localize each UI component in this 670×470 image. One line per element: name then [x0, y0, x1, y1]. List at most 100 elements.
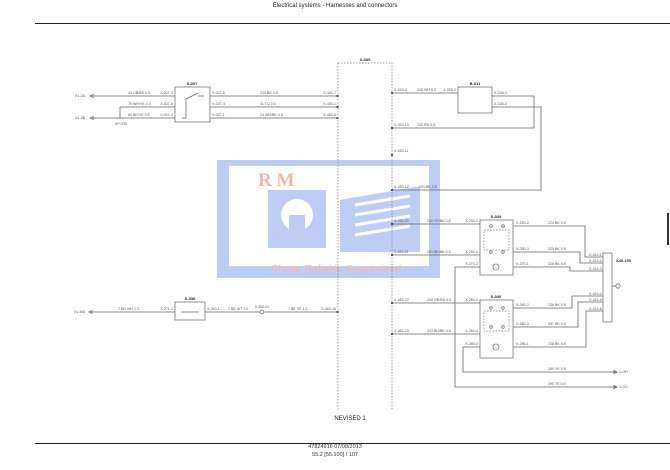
- pin-marker: [391, 154, 393, 156]
- wire-label-p2711: X-271-1: [160, 307, 173, 311]
- wire-label-p4106: X-410-6: [589, 307, 602, 311]
- wire-label-p2802: X-280-2: [465, 342, 478, 346]
- footer-page-number: 55.2 [55.100] / 107: [312, 452, 358, 458]
- wire-label-w290: 290 TE 0.5: [548, 382, 566, 386]
- sensor-b011: [457, 86, 493, 114]
- wire-label-w238: 238 BK 0.5: [548, 342, 566, 346]
- wire-label-p45310: X-453-10: [394, 123, 409, 127]
- wire-label-p0274r: X-027-4: [212, 102, 225, 106]
- wire-label-p2801: X-280-1: [516, 342, 529, 346]
- wire-label-w237: 237 BK 0.5: [548, 322, 566, 326]
- wire-label-w75: 75 WH/YE 0.5: [128, 102, 151, 106]
- wire-label-p4531: X-453-1: [323, 102, 336, 106]
- wire-label-p4102: X-410-2: [589, 259, 602, 263]
- wire-label-p0273: X-027-3: [160, 91, 173, 95]
- footer-divider: [35, 443, 670, 444]
- wires: [88, 92, 618, 390]
- pin-marker: [391, 92, 393, 94]
- wire-label-p3262: X-326-2: [443, 88, 456, 92]
- wire-label-w231: 231 BK 0.5: [419, 185, 437, 189]
- pin-marker: [391, 127, 393, 129]
- wire-label-w226: 226 BK 0.5: [548, 262, 566, 266]
- component-label-s039: S-039: [491, 214, 502, 219]
- pin-marker: [336, 117, 339, 119]
- watermark-brand: R M: [258, 170, 294, 191]
- wire-label-w235: 235 BK 0.5: [260, 91, 278, 95]
- wire-label-p45312: X-453-12: [394, 185, 409, 189]
- wire-label-p2601: X-260-1: [465, 298, 478, 302]
- wire-label-p45322: X-453-22: [394, 298, 409, 302]
- pin-marker: [391, 223, 393, 225]
- wire-label-p2531: X-253-1: [207, 307, 220, 311]
- component-label-x40: X40-100: [616, 258, 632, 263]
- wire-label-w241: 241 BK/BK 0.5: [427, 250, 451, 254]
- sheet-note: NEVISED 1: [334, 416, 366, 422]
- wire-label-p45320: X-453-20: [394, 219, 409, 223]
- watermark-logo: R M Cheap Reliable Guaranteed: [217, 160, 440, 278]
- wire-label-p4537: X-453-7: [323, 91, 336, 95]
- wire-label-p45311: X-453-11: [394, 149, 409, 153]
- scrollbar-thumb[interactable]: [667, 213, 669, 245]
- wire-label-w224: 224 BK 0.5: [548, 221, 566, 225]
- wire-label-w230rd: 230 RD 0.5: [417, 123, 435, 127]
- page-header-title: Electrical systems - Harnesses and conne…: [272, 3, 398, 9]
- wire-label-g1gh: 1-GH: [619, 370, 628, 374]
- wire-label-w230: 230 WH 0.5: [417, 88, 436, 92]
- wire-label-p2604: X-260-4: [465, 329, 478, 333]
- component-label-b011: B-011: [470, 81, 481, 86]
- wire-label-w236: 236 BK 0.5: [548, 303, 566, 307]
- wire-label-p4536: X-453-6: [394, 88, 407, 92]
- wire-label-w240: 240 YE/BK 0.5: [427, 219, 451, 223]
- component-label-x005: X-005: [360, 57, 371, 62]
- wire-label-g1gu: 1-GU: [619, 385, 628, 389]
- component-label-s040: S-040: [491, 294, 502, 299]
- wire-label-p4105: X-410-5: [589, 298, 602, 302]
- wire-label-p0276: X-027-6: [160, 102, 173, 106]
- wire-label-p4536b: X-453-16: [321, 307, 336, 311]
- wire-label-p2504: X-250-4: [465, 250, 478, 254]
- wire-label-p0275r: X-027-5: [212, 91, 225, 95]
- wire-label-p4104: X-410-4: [589, 292, 602, 296]
- wire-label-w7bf: 7 BE YE 1.0: [288, 307, 308, 311]
- wire-label-x1zb: X1-ZB: [75, 116, 86, 120]
- wire-label-p3263: X-326-3: [494, 102, 507, 106]
- connector-x40-100: [602, 252, 621, 323]
- wire-label-p4535: X-453-5: [323, 113, 336, 117]
- wire-label-w11: 11 TQ 0.5: [260, 102, 276, 106]
- wire-label-p2501: X-250-1: [465, 219, 478, 223]
- pin-marker: [336, 106, 339, 108]
- footer-doc-id: 47824916 07/08/2013: [308, 444, 362, 450]
- wire-label-w242: 242 OR/BK 0.5: [427, 298, 451, 302]
- wire-label-p2001: X-200-01: [255, 305, 270, 309]
- wire-label-w280: 280 YE 0.5: [548, 367, 566, 371]
- wire-label-x1md: X1-MD: [74, 310, 86, 314]
- pin-marker: [391, 189, 393, 191]
- watermark-tagline: Cheap Reliable Guaranteed: [271, 263, 401, 275]
- component-label-s007: S-007: [187, 81, 198, 86]
- pin-marker: [391, 302, 393, 304]
- wire-label-w80: 80 BK/YE 0.5: [128, 113, 150, 117]
- header-divider: [35, 23, 670, 24]
- wire-label-w7be: 7 BE WT 1.0: [228, 307, 248, 311]
- pin-marker: [391, 333, 393, 335]
- wire-label-w44: 44 OB/BK 0.5: [128, 91, 150, 95]
- wire-label-p0271r: X-027-1: [212, 113, 225, 117]
- fuse-s036: [174, 301, 206, 321]
- wire-label-p2503: X-250-3: [516, 247, 529, 251]
- pin-marker: [336, 311, 339, 313]
- switch-s039: [479, 219, 514, 276]
- switch-s007: [174, 86, 211, 123]
- wire-label-p45321: X-453-21: [394, 250, 409, 254]
- wire-label-w225: 225 BK 0.5: [548, 247, 566, 251]
- wire-label-p4103: X-410-3: [589, 267, 602, 271]
- wire-label-p45323: X-453-23: [394, 329, 409, 333]
- wire-label-x1za: X1-ZA: [75, 94, 86, 98]
- wire-label-p3264: X-326-4: [494, 91, 507, 95]
- wire-label-p4101: X-410-1: [589, 253, 602, 257]
- wire-label-p2702: X-270-2: [465, 262, 478, 266]
- wire-label-p2502: X-250-2: [516, 221, 529, 225]
- wire-label-w7bd: 7 BD WH 1.0: [118, 307, 139, 311]
- wire-label-p2602: X-260-2: [516, 303, 529, 307]
- pin-marker: [391, 254, 393, 256]
